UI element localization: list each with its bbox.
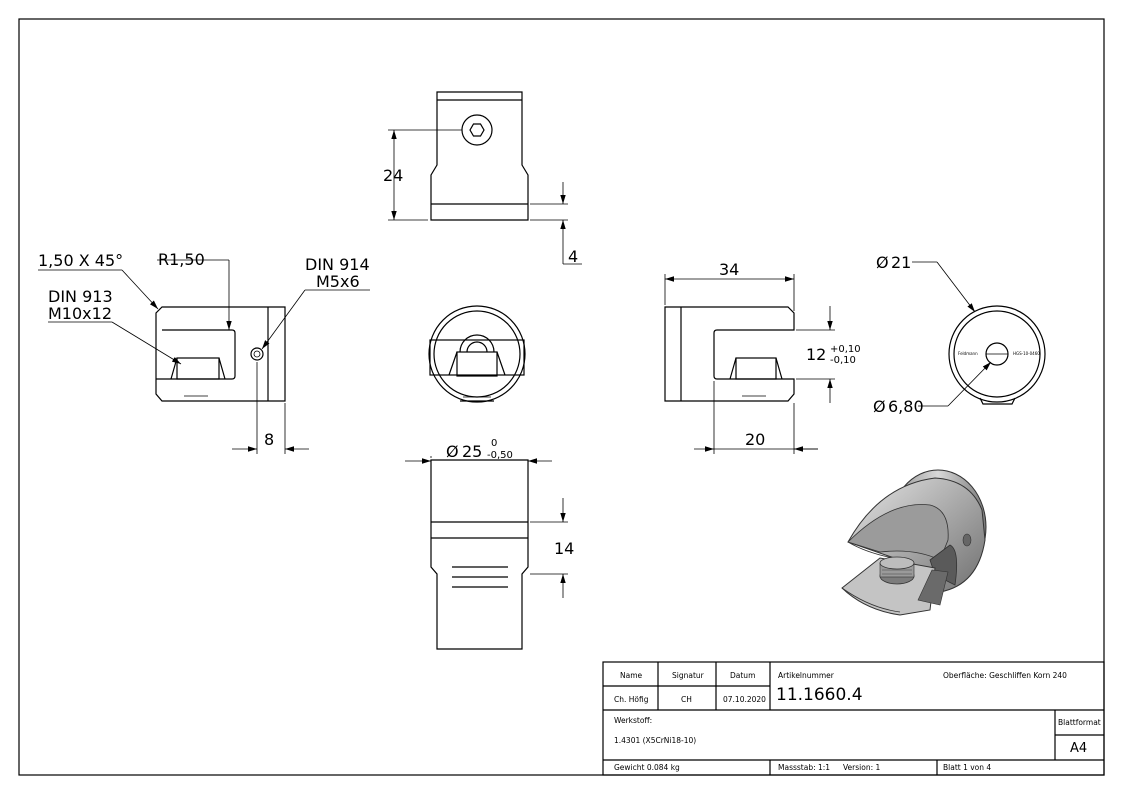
tb-blatt: Blatt 1 von 4 [943, 763, 991, 772]
dim-slot-tol-lower: -0,10 [830, 355, 856, 366]
dim-bottom-height: 14 [554, 539, 574, 558]
engraving-left: Feldmann [958, 351, 978, 356]
front-view [428, 305, 526, 403]
dim-main-dia-symbol: Ø [446, 442, 459, 461]
tb-werkstoff-label: Werkstoff: [614, 716, 652, 725]
label-chamfer: 1,50 X 45° [38, 251, 123, 270]
end-view: Feldmann HGS-10-0460 Ø 21 Ø 6,80 [873, 253, 1046, 416]
dim-left-width: 8 [264, 430, 274, 449]
tb-blattformat: A4 [1070, 741, 1087, 756]
dim-top-offset: 4 [568, 247, 578, 266]
label-din914-b: M5x6 [316, 272, 360, 291]
right-view: 34 12 +0,10 -0,10 20 [664, 260, 861, 454]
dim-top-height: 24 [383, 166, 403, 185]
tb-name: Ch. Höfig [614, 695, 649, 704]
dim-slot: 12 [806, 345, 826, 364]
dim-slot-depth: 20 [745, 430, 765, 449]
label-radius: R1,50 [158, 250, 205, 269]
dim-main-dia-tol-upper: 0 [491, 438, 497, 449]
tb-blattformat-label: Blattformat [1058, 718, 1101, 727]
left-view: 1,50 X 45° R1,50 DIN 913 M10x12 DIN 914 … [38, 250, 370, 454]
tb-header-signatur: Signatur [672, 671, 705, 680]
tb-signatur: CH [681, 695, 692, 704]
label-din914-a: DIN 914 [305, 255, 370, 274]
isometric-view [841, 469, 987, 616]
tb-oberflaeche: Oberfläche: Geschliffen Korn 240 [943, 671, 1067, 680]
dim-end-dia-outer: 21 [891, 253, 911, 272]
sheet-border [18, 18, 1105, 776]
tb-datum: 07.10.2020 [723, 695, 766, 704]
dim-length: 34 [719, 260, 739, 279]
title-block: Name Signatur Datum Ch. Höfig CH 07.10.2… [602, 661, 1105, 776]
dim-main-dia: 25 [462, 442, 482, 461]
dim-end-dia-inner-symbol: Ø [873, 397, 886, 416]
tb-massstab: Massstab: 1:1 [778, 763, 830, 772]
label-din913-b: M10x12 [48, 304, 112, 323]
engraving-right: HGS-10-0460 [1013, 351, 1040, 356]
dim-main-dia-tol-lower: -0,50 [487, 450, 513, 461]
tb-artikel-label: Artikelnummer [778, 671, 835, 680]
tb-header-name: Name [620, 671, 643, 680]
dim-end-dia-inner: 6,80 [888, 397, 924, 416]
tb-werkstoff: 1.4301 (X5CrNi18-10) [614, 736, 696, 745]
tb-header-datum: Datum [730, 671, 755, 680]
tb-gewicht: Gewicht 0.084 kg [614, 763, 680, 772]
tb-version: Version: 1 [843, 763, 880, 772]
bottom-view: Ø 25 0 -0,50 14 [405, 438, 574, 650]
dim-end-dia-outer-symbol: Ø [876, 253, 889, 272]
tb-artikel: 11.1660.4 [776, 685, 863, 705]
top-view: 24 4 [383, 91, 582, 266]
dim-slot-tol-upper: +0,10 [830, 344, 861, 355]
label-din913-a: DIN 913 [48, 287, 113, 306]
